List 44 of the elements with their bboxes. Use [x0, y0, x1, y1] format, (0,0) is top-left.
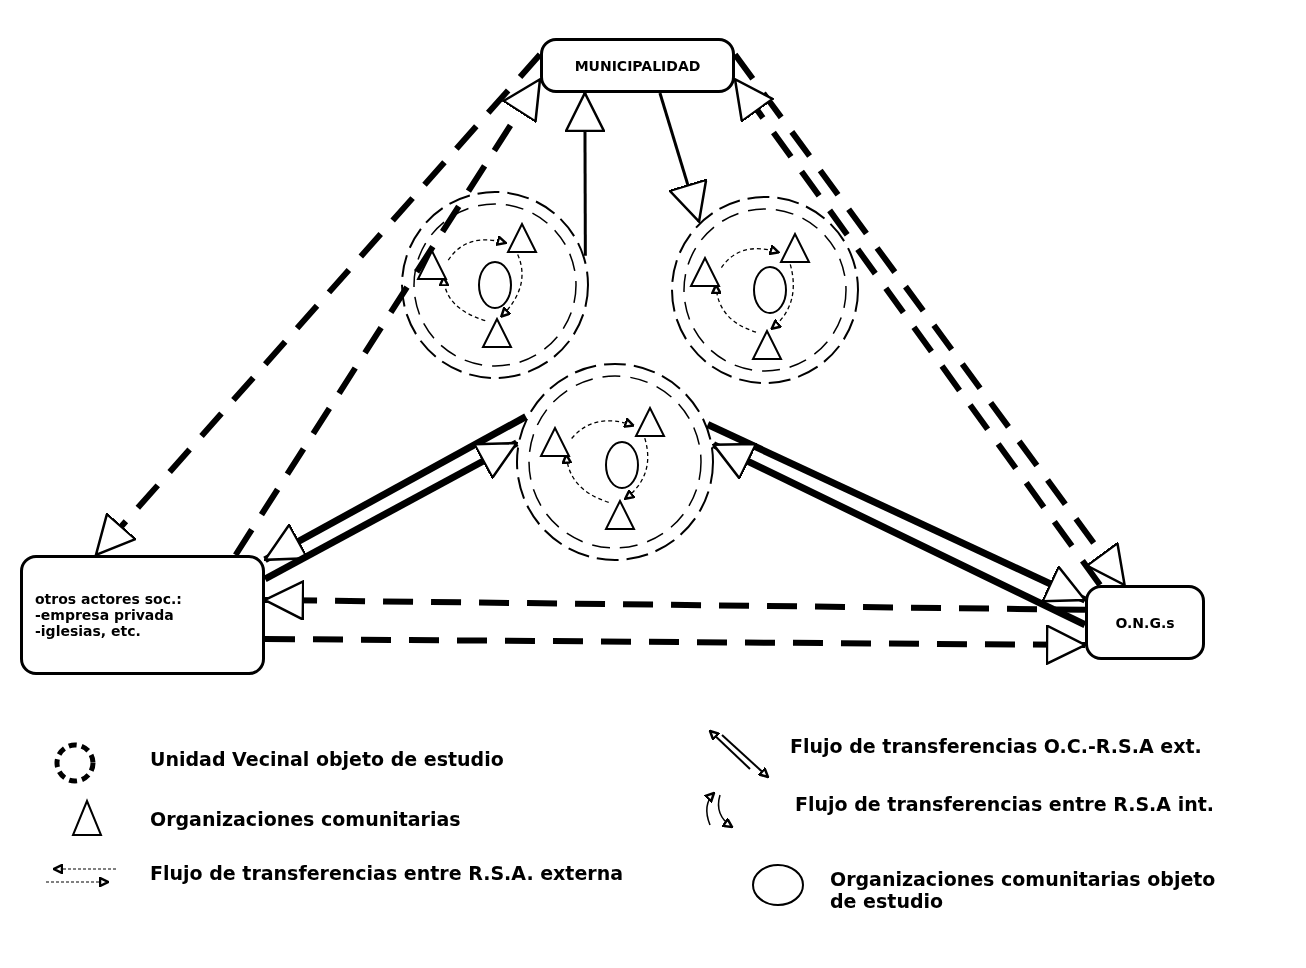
arrow: [500, 253, 523, 318]
box-label: O.N.G.s: [1115, 614, 1175, 631]
arrow: [263, 413, 528, 563]
arrow: [711, 441, 1087, 628]
arrow: [447, 235, 507, 261]
oval-symbol: [477, 260, 513, 310]
triangle-symbol: [506, 222, 538, 254]
rounded-box: [1085, 585, 1205, 660]
dashed-ring: [670, 195, 860, 385]
triangle-symbol: [751, 329, 783, 361]
triangle-symbol: [779, 232, 811, 264]
dashed-ring: [400, 190, 590, 380]
triangle-symbol: [481, 317, 513, 349]
box-label: otros actores soc.:: [35, 591, 182, 607]
legend-text: Unidad Vecinal objeto de estudio: [150, 748, 504, 770]
rounded-box: [20, 555, 265, 675]
dashed-ring: [515, 362, 715, 562]
rounded-box: [540, 38, 735, 93]
triangle-symbol: [634, 406, 666, 438]
oval-symbol: [604, 440, 640, 490]
arrow: [263, 580, 1086, 621]
arrow: [706, 421, 1087, 604]
legend-text: Organizaciones comunitarias objeto de estudio: [830, 868, 1217, 912]
legend-text: Flujo de transferencias entre R.S.A int.: [795, 793, 1214, 815]
arrow: [770, 263, 794, 330]
arrow: [264, 624, 1087, 665]
oval-symbol: [752, 265, 788, 315]
triangle-symbol: [689, 256, 721, 288]
arrow: [263, 439, 519, 583]
triangle-symbol: [416, 249, 448, 281]
arrow: [658, 92, 708, 223]
legend-text: Flujo de transferencias O.C.-R.S.A ext.: [790, 735, 1202, 757]
triangle-symbol: [539, 426, 571, 458]
legend-text: Organizaciones comunitarias: [150, 808, 461, 830]
box-label: MUNICIPALIDAD: [574, 57, 701, 74]
arrow: [571, 418, 635, 440]
triangle-symbol: [604, 499, 636, 531]
legend-text: Flujo de transferencias entre R.S.A. externa: [150, 862, 624, 884]
arrow: [720, 245, 780, 269]
arrow: [564, 91, 606, 256]
box-label: -iglesias, etc.: [35, 623, 141, 639]
box-label: -empresa privada: [35, 607, 174, 623]
arrow: [623, 437, 649, 501]
arrow: [233, 77, 543, 557]
